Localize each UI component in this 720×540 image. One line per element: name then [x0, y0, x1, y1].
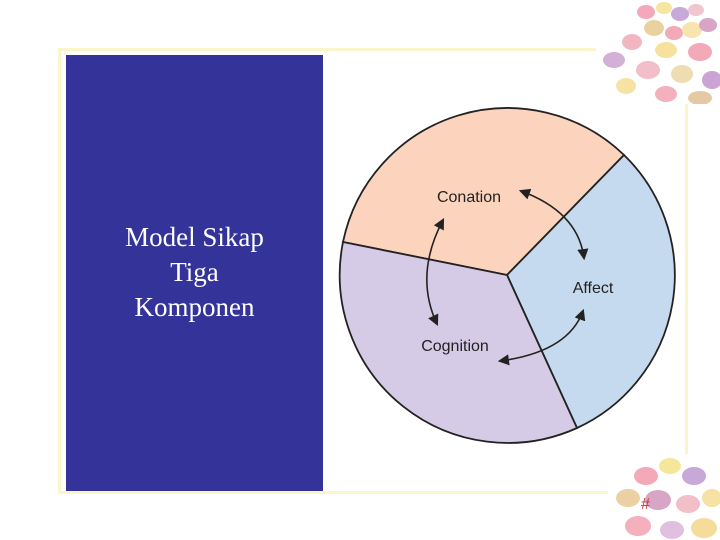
- candy-eggs-decoration-top: [596, 0, 720, 104]
- slide-title: Model Sikap Tiga Komponen: [66, 220, 323, 325]
- cognition-label: Cognition: [421, 338, 489, 355]
- title-line-2: Tiga: [170, 257, 219, 287]
- three-component-diagram: Conation Affect Cognition: [338, 107, 676, 444]
- conation-label: Conation: [437, 189, 501, 206]
- title-line-3: Komponen: [134, 292, 255, 322]
- title-line-1: Model Sikap: [125, 222, 264, 252]
- conation-segment: [341, 107, 626, 276]
- cognition-segment: [338, 240, 579, 444]
- cycle-arrow-cognition-conation: [426, 218, 445, 327]
- cycle-arrow-conation-affect: [518, 188, 589, 261]
- candy-eggs-decoration-bottom: [608, 454, 720, 540]
- title-panel: [66, 55, 323, 491]
- slide-number: #: [641, 496, 650, 513]
- affect-label: Affect: [573, 280, 614, 297]
- cycle-arrow-affect-cognition: [497, 308, 586, 366]
